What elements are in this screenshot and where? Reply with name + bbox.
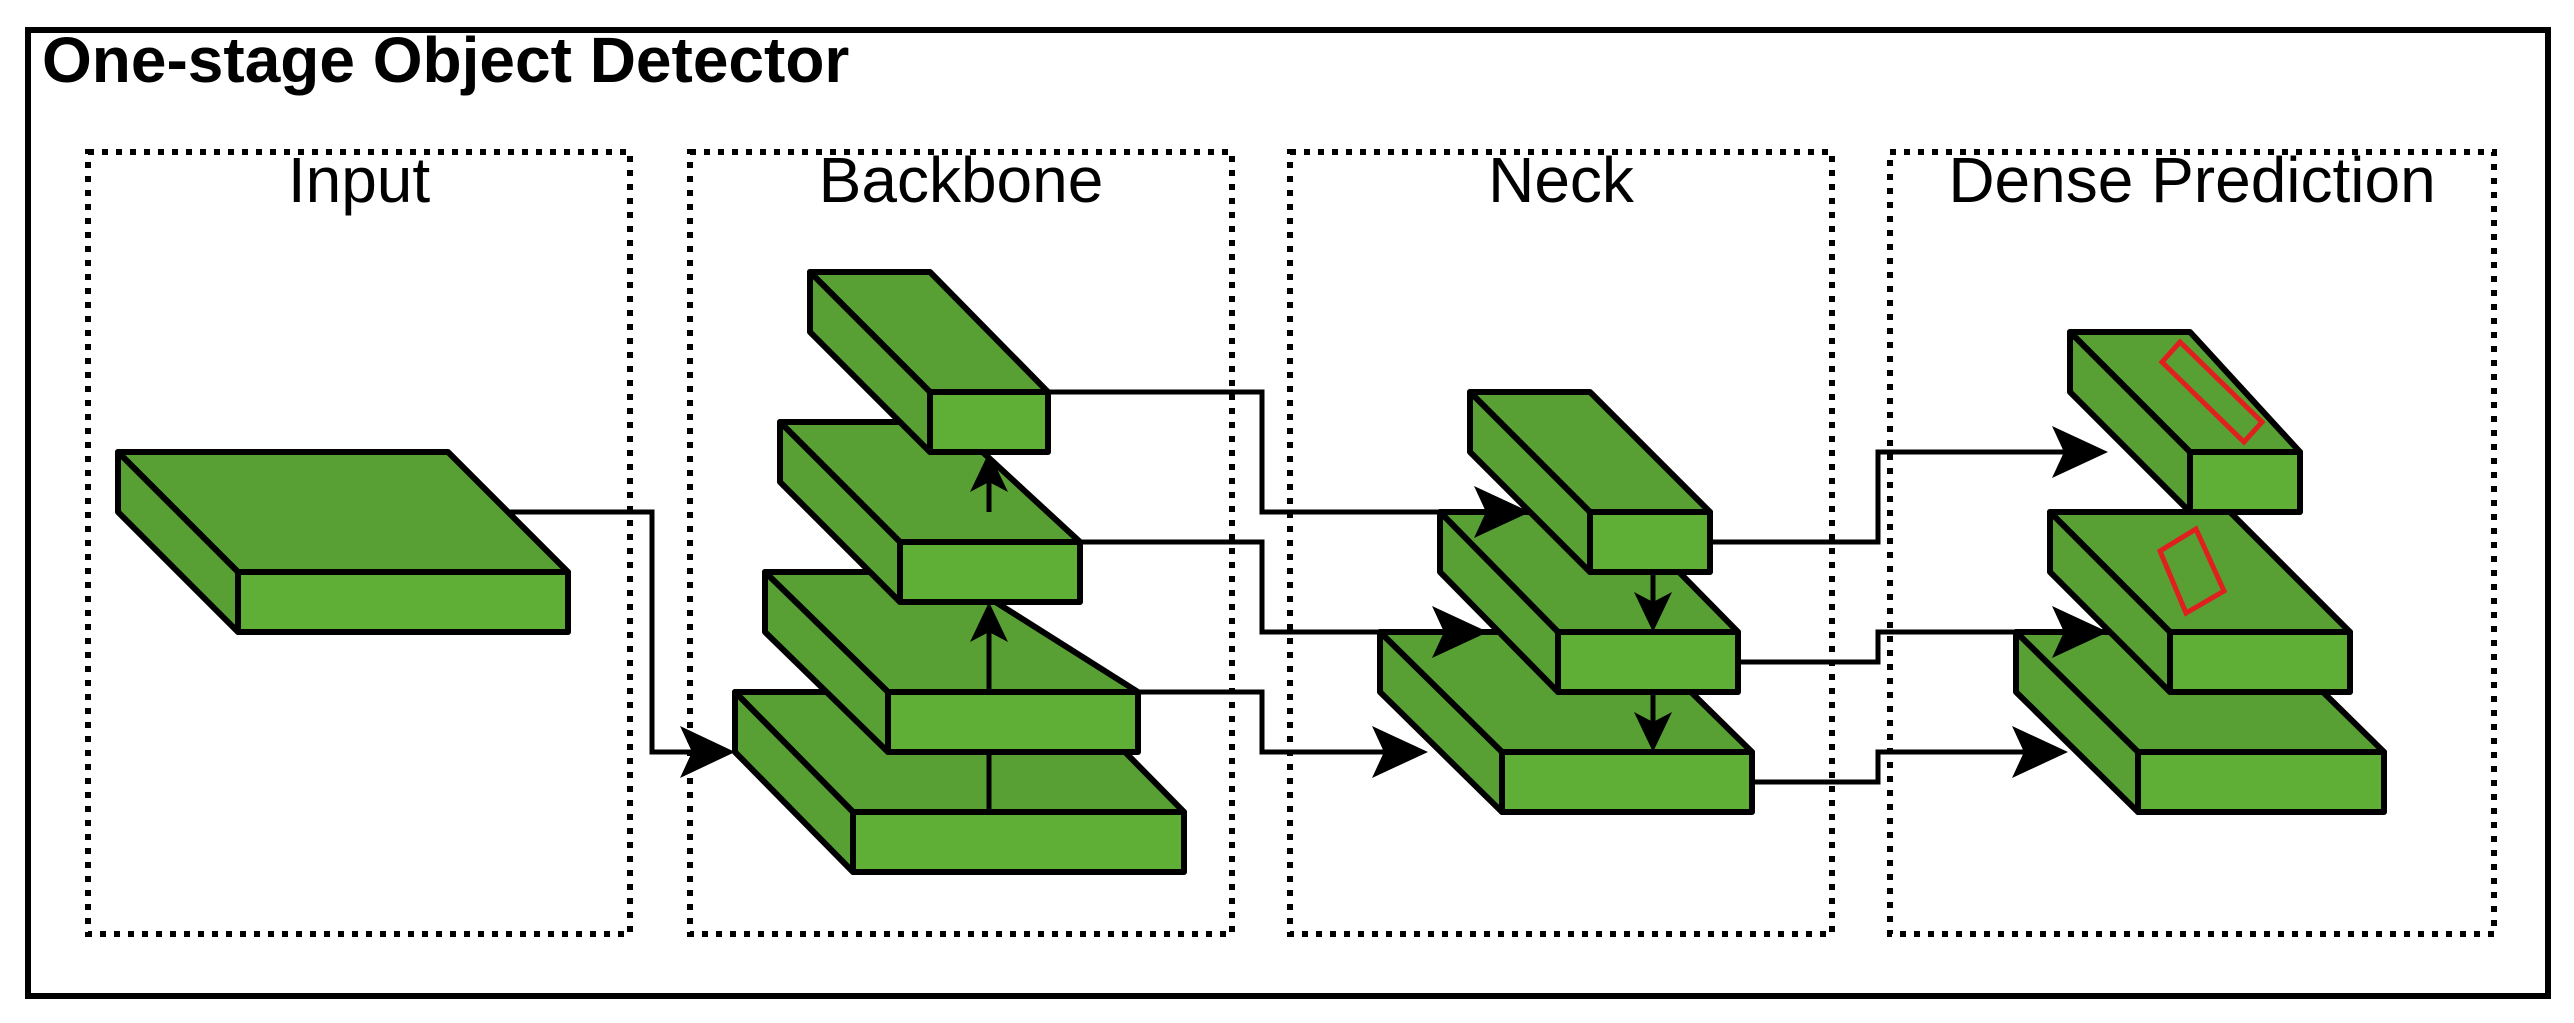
bounding-box-2 (2156, 525, 2228, 617)
connectors-backbone-to-neck (1048, 389, 1530, 778)
prediction-block-2 (2047, 509, 2353, 695)
connectors-neck-to-prediction (1710, 426, 2108, 785)
prediction-block-3 (2067, 329, 2303, 515)
diagram-title: One-stage Object Detector (42, 24, 849, 96)
stage-box-dense-prediction (1887, 149, 2497, 937)
stage-label-neck: Neck (1488, 144, 1635, 216)
stage-label-dense-prediction: Dense Prediction (1948, 144, 2435, 216)
stage-box-backbone (687, 149, 1235, 937)
neck-block-3 (1467, 389, 1713, 575)
stage-box-input (85, 149, 633, 937)
backbone-block-3 (777, 419, 1083, 605)
outer-frame (25, 27, 2551, 999)
connector-input-to-backbone (510, 509, 735, 778)
stage-label-input: Input (288, 144, 431, 216)
input-feature-block (115, 449, 571, 635)
bounding-box-1 (2158, 338, 2266, 446)
stage-label-backbone: Backbone (819, 144, 1104, 216)
neck-down-arrows (1634, 572, 1672, 752)
backbone-up-arrows (970, 452, 1008, 692)
stage-box-neck (1287, 149, 1835, 937)
backbone-block-2 (762, 569, 1141, 755)
